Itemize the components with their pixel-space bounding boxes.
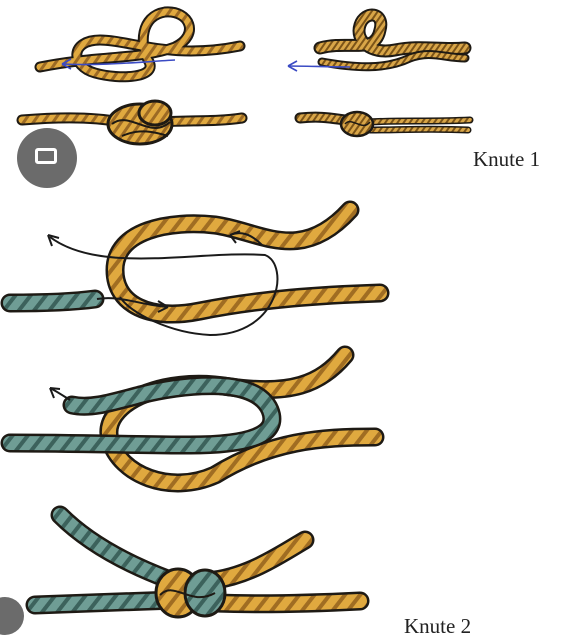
knot1-caption: Knute 1 [473, 147, 540, 172]
knot1-step1 [40, 12, 240, 77]
knot2-illustration: Knute 2 [0, 195, 568, 644]
knot2-steps-svg [0, 195, 568, 644]
image-overlay-icon [17, 128, 77, 188]
knot1-illustration: Knute 1 [0, 0, 568, 195]
knot1-step4 [300, 112, 470, 136]
knot2-caption: Knute 2 [404, 614, 471, 639]
knot2-stepA [10, 210, 380, 335]
knot1-step2 [288, 15, 465, 71]
knot2-stepB [10, 355, 375, 483]
knot2-stepC [35, 515, 360, 617]
image-overlay-icon-glyph [35, 148, 57, 164]
